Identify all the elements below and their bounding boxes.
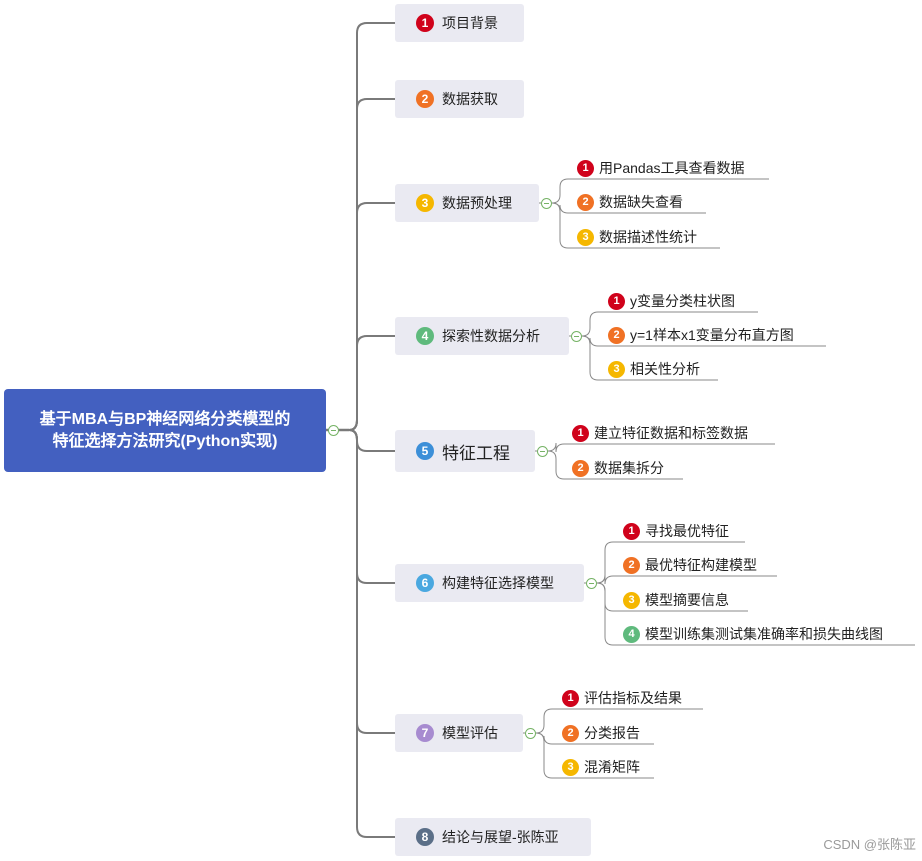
topic-label: 结论与展望-张陈亚 [442,829,559,845]
subtopic-label: 建立特征数据和标签数据 [594,425,748,441]
root-title-line1: 基于MBA与BP神经网络分类模型的 [39,410,291,428]
subtopic-5-2[interactable]: 2 数据集拆分 [572,457,664,479]
branch-line-3 [348,202,395,431]
number-badge-icon: 2 [608,326,625,344]
number-badge-icon: 3 [562,758,579,776]
topic-7[interactable]: 7 模型评估 [395,714,523,752]
number-badge-icon: 1 [623,522,640,540]
subtopic-label: 模型训练集测试集准确率和损失曲线图 [645,626,883,642]
number-badge-icon: 1 [572,424,589,442]
subtopic-5-1[interactable]: 1 建立特征数据和标签数据 [572,422,748,444]
topic-label: 数据获取 [442,91,498,107]
number-badge-icon: 2 [623,556,640,574]
number-badge-icon: 3 [416,194,434,212]
subtopic-label: 分类报告 [584,725,640,741]
sub-line-5-1 [547,442,775,453]
sub-line-4-1 [581,311,758,337]
subtopic-label: 数据集拆分 [594,460,664,476]
number-badge-icon: 2 [577,193,594,211]
subtopic-6-3[interactable]: 3 模型摘要信息 [623,589,729,611]
number-badge-icon: 1 [577,159,594,177]
subtopic-3-1[interactable]: 1 用Pandas工具查看数据 [577,157,744,179]
number-badge-icon: 5 [416,442,434,460]
collapse-toggle-5[interactable] [537,446,548,457]
subtopic-label: 相关性分析 [630,361,700,377]
subtopic-label: 用Pandas工具查看数据 [599,160,745,176]
number-badge-icon: 1 [562,689,579,707]
subtopic-label: 数据缺失查看 [599,194,683,210]
subtopic-label: 混淆矩阵 [584,759,640,775]
number-badge-icon: 4 [623,625,640,643]
branch-line-1 [348,22,395,431]
subtopic-6-4[interactable]: 4 模型训练集测试集准确率和损失曲线图 [623,623,883,645]
branch-line-2 [348,98,395,431]
sub-line-5-2 [547,450,683,480]
topic-label: 特征工程 [442,443,510,463]
collapse-toggle-7[interactable] [525,728,536,739]
branch-line-4 [348,335,395,431]
number-badge-icon: 7 [416,724,434,742]
number-badge-icon: 2 [416,90,434,108]
subtopic-4-1[interactable]: 1 y变量分类柱状图 [608,290,735,312]
number-badge-icon: 3 [577,228,594,246]
topic-label: 构建特征选择模型 [442,575,554,591]
subtopic-label: 寻找最优特征 [645,523,729,539]
subtopic-4-3[interactable]: 3 相关性分析 [608,358,700,380]
collapse-toggle-6[interactable] [586,578,597,589]
subtopic-label: 模型摘要信息 [645,592,729,608]
number-badge-icon: 1 [416,14,434,32]
number-badge-icon: 3 [608,360,625,378]
subtopic-3-2[interactable]: 2 数据缺失查看 [577,191,683,213]
number-badge-icon: 8 [416,828,434,846]
subtopic-7-1[interactable]: 1 评估指标及结果 [562,687,682,709]
topic-label: 数据预处理 [442,195,512,211]
number-badge-icon: 1 [608,292,625,310]
sub-line-3-3 [551,202,720,249]
root-topic[interactable]: 基于MBA与BP神经网络分类模型的 特征选择方法研究(Python实现) [4,389,326,472]
topic-label: 模型评估 [442,725,498,741]
number-badge-icon: 4 [416,327,434,345]
sub-line-3-1 [551,178,769,204]
number-badge-icon: 2 [572,459,589,477]
sub-line-7-3 [535,732,654,779]
subtopic-7-2[interactable]: 2 分类报告 [562,722,640,744]
watermark: CSDN @张陈亚 [823,837,916,852]
collapse-toggle-root[interactable] [328,425,339,436]
subtopic-3-3[interactable]: 3 数据描述性统计 [577,226,697,248]
number-badge-icon: 3 [623,591,640,609]
sub-line-6-2 [596,574,777,585]
topic-3[interactable]: 3 数据预处理 [395,184,539,222]
branch-line-8 [348,429,395,838]
sub-line-4-3 [581,335,718,381]
topic-label: 项目背景 [442,15,498,31]
subtopic-6-2[interactable]: 2 最优特征构建模型 [623,554,757,576]
subtopic-label: y变量分类柱状图 [630,293,735,309]
subtopic-label: 最优特征构建模型 [645,557,757,573]
topic-1[interactable]: 1 项目背景 [395,4,524,42]
branch-line-7 [348,429,395,734]
topic-label: 探索性数据分析 [442,328,540,344]
branch-line-6 [348,429,395,584]
topic-5[interactable]: 5 特征工程 [395,430,535,472]
topic-2[interactable]: 2 数据获取 [395,80,524,118]
collapse-toggle-4[interactable] [571,331,582,342]
subtopic-4-2[interactable]: 2 y=1样本x1变量分布直方图 [608,324,794,346]
topic-4[interactable]: 4 探索性数据分析 [395,317,569,355]
subtopic-label: 评估指标及结果 [584,690,682,706]
topic-8[interactable]: 8 结论与展望-张陈亚 [395,818,591,856]
number-badge-icon: 6 [416,574,434,592]
root-title-line2: 特征选择方法研究(Python实现) [52,432,278,450]
number-badge-icon: 2 [562,724,579,742]
subtopic-7-3[interactable]: 3 混淆矩阵 [562,756,640,778]
subtopic-label: y=1样本x1变量分布直方图 [630,327,794,343]
sub-line-7-1 [535,708,703,734]
topic-6[interactable]: 6 构建特征选择模型 [395,564,584,602]
subtopic-label: 数据描述性统计 [599,229,697,245]
sub-line-6-4 [596,582,915,646]
collapse-toggle-3[interactable] [541,198,552,209]
subtopic-6-1[interactable]: 1 寻找最优特征 [623,520,729,542]
